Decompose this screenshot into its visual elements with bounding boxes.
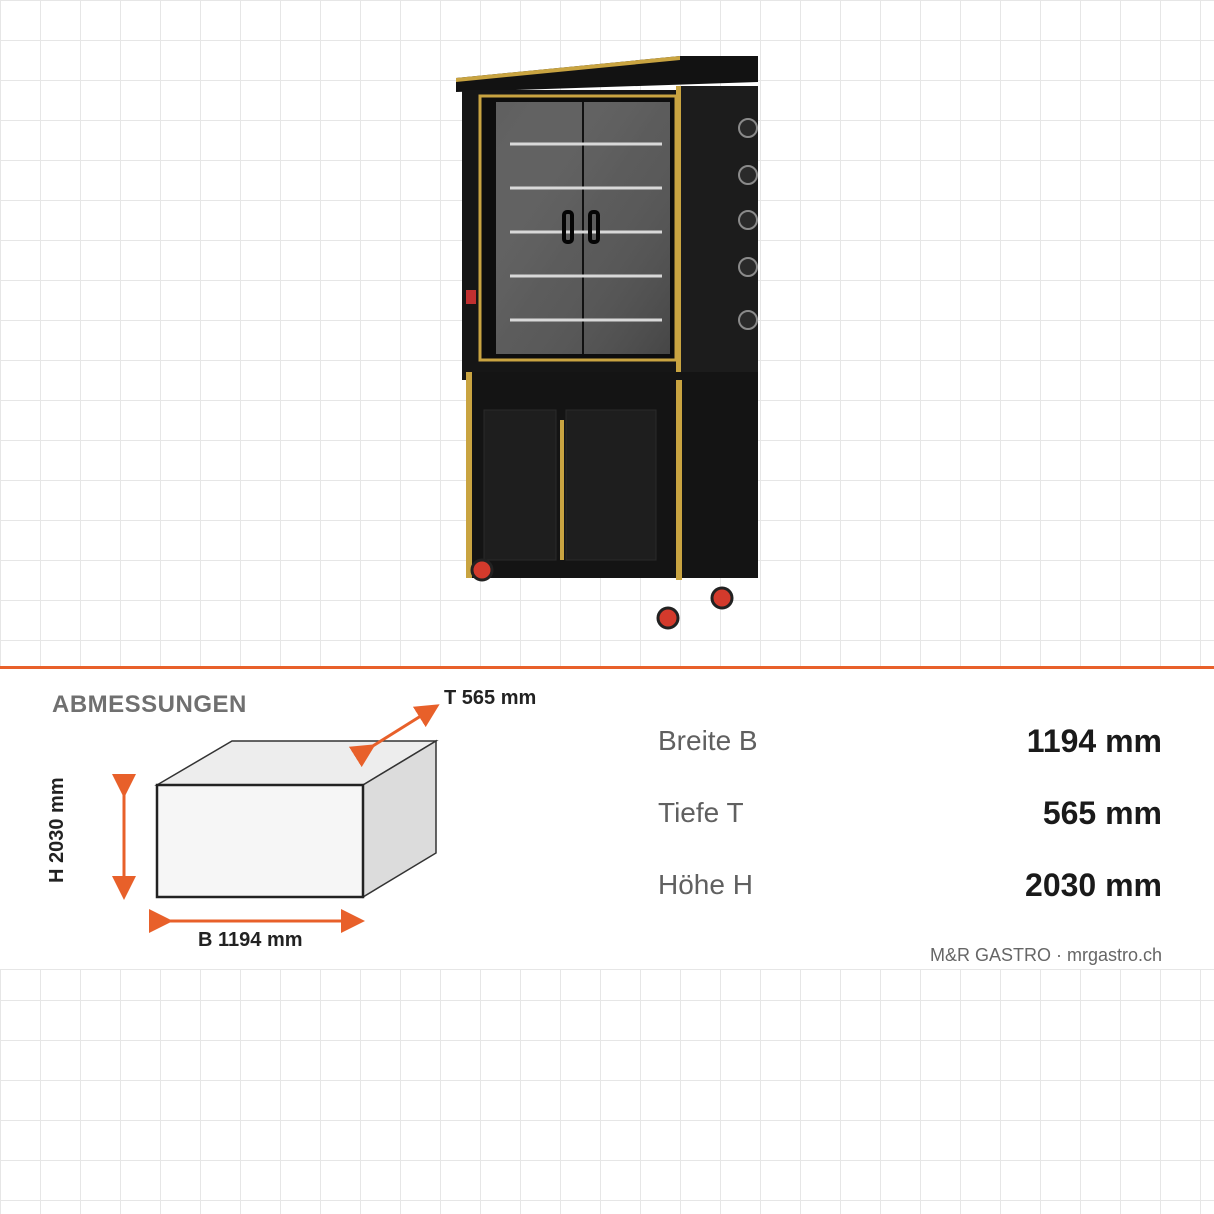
section-title: ABMESSUNGEN [52, 691, 247, 718]
cabinet-door-left [483, 409, 557, 561]
cabinet-door-right [565, 409, 657, 561]
door-handle-right [588, 210, 600, 244]
control-knob-1 [738, 118, 758, 138]
row-name: Tiefe T [658, 797, 744, 828]
dimension-row-depth: Tiefe T 565 mm [658, 793, 1162, 833]
control-knob-4 [738, 257, 758, 277]
rotisserie-oven-illustration [456, 56, 758, 630]
wheel-rear-right [710, 586, 734, 610]
dimensions-panel: ABMESSUNGEN T 565 mm B 1194 mm H 2030 mm… [0, 666, 1214, 970]
row-value: 2030 mm [1025, 867, 1162, 903]
dimension-row-width: Breite B 1194 mm [658, 721, 1162, 761]
control-knob-5 [738, 310, 758, 330]
door-handle-left [562, 210, 574, 244]
row-value: 565 mm [1042, 795, 1162, 831]
wheel-front-left [470, 558, 494, 582]
dimension-box-diagram [112, 704, 440, 933]
wheel-front-right [656, 606, 680, 630]
depth-label: T 565 mm [444, 687, 537, 709]
brand-footer: M&R GASTRO · mrgastro.ch [929, 945, 1162, 965]
box-front-face [155, 783, 365, 899]
dimension-row-height: Höhe H 2030 mm [658, 865, 1162, 905]
row-name: Breite B [658, 725, 758, 756]
height-label: H 2030 mm [46, 777, 68, 883]
row-value: 1194 mm [1026, 723, 1162, 759]
width-label: B 1194 mm [198, 929, 303, 951]
control-knob-3 [738, 210, 758, 230]
control-knob-2 [738, 165, 758, 185]
depth-arrow [348, 704, 440, 768]
oven-top-cap [456, 56, 758, 92]
row-name: Höhe H [658, 869, 753, 900]
product-image-area [456, 56, 758, 630]
